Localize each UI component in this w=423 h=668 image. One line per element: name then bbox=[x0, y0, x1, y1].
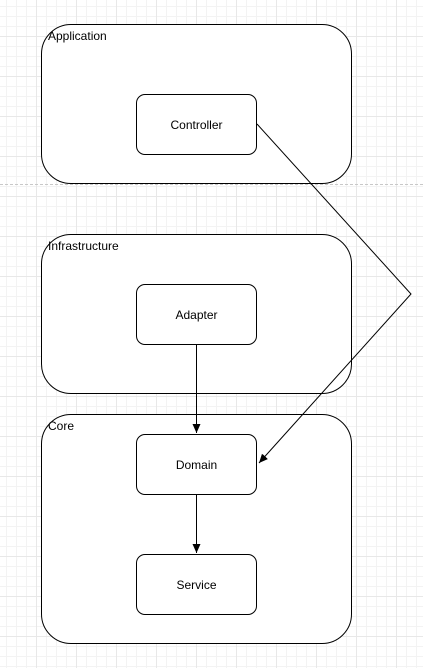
domain-label: Domain bbox=[175, 457, 218, 472]
infrastructure-label: Infrastructure bbox=[48, 239, 119, 253]
controller-label: Controller bbox=[170, 117, 223, 132]
page-break-line bbox=[0, 184, 423, 185]
application-label: Application bbox=[48, 29, 107, 43]
domain-node[interactable]: Domain bbox=[136, 434, 257, 495]
service-node[interactable]: Service bbox=[136, 554, 257, 615]
edge-controller-to-domain[interactable] bbox=[256, 123, 412, 464]
adapter-label: Adapter bbox=[175, 307, 218, 322]
core-label: Core bbox=[48, 419, 75, 433]
controller-node[interactable]: Controller bbox=[136, 94, 257, 155]
adapter-node[interactable]: Adapter bbox=[136, 284, 257, 345]
service-label: Service bbox=[176, 577, 217, 592]
